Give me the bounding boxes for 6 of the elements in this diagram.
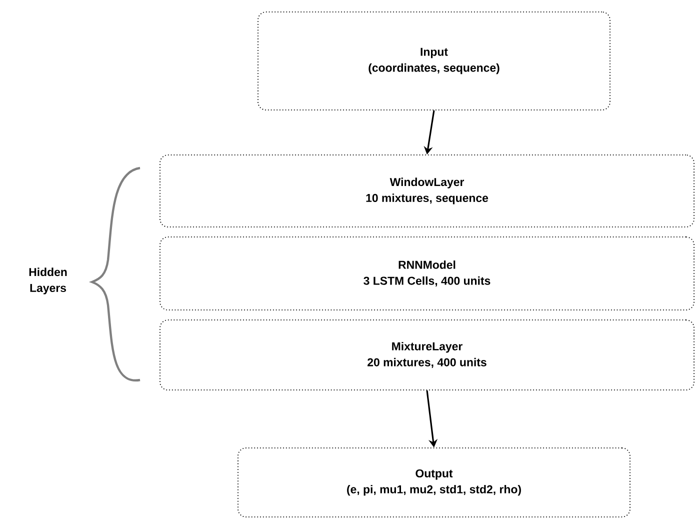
layer-box: MixtureLayer 20 mixtures, 400 units [160, 320, 694, 390]
layer-box: RNNModel 3 LSTM Cells, 400 units [160, 236, 694, 310]
layer-box: Output (e, pi, mu1, mu2, std1, std2, rho) [238, 448, 630, 518]
group-label: Hidden Layers [29, 268, 67, 294]
layer-box: WindowLayer 10 mixtures, sequence [160, 154, 694, 228]
layer-box: Input (coordinates, sequence) [258, 12, 610, 110]
